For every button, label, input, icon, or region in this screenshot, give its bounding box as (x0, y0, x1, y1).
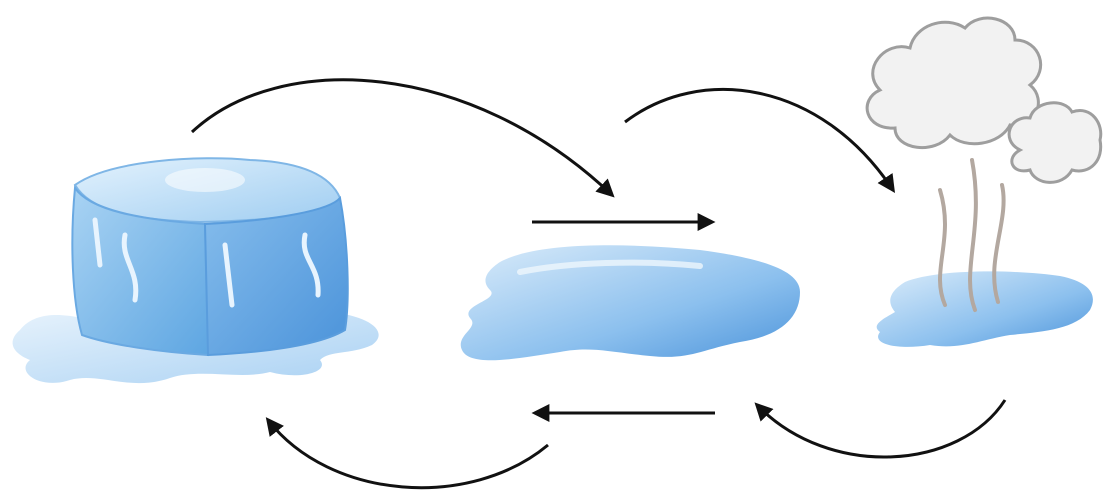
arrow-liquid-to-gas-curved (625, 89, 893, 190)
arrow-gas-to-liquid-curved (757, 400, 1005, 457)
water-puddle-icon (461, 245, 800, 360)
gas-puddle-shape (877, 271, 1093, 346)
ice-cube-icon (13, 158, 379, 383)
ice-cube-shine (165, 168, 245, 192)
steam-cloud-icon (867, 18, 1101, 347)
arrow-liquid-to-solid-curved (268, 420, 548, 488)
